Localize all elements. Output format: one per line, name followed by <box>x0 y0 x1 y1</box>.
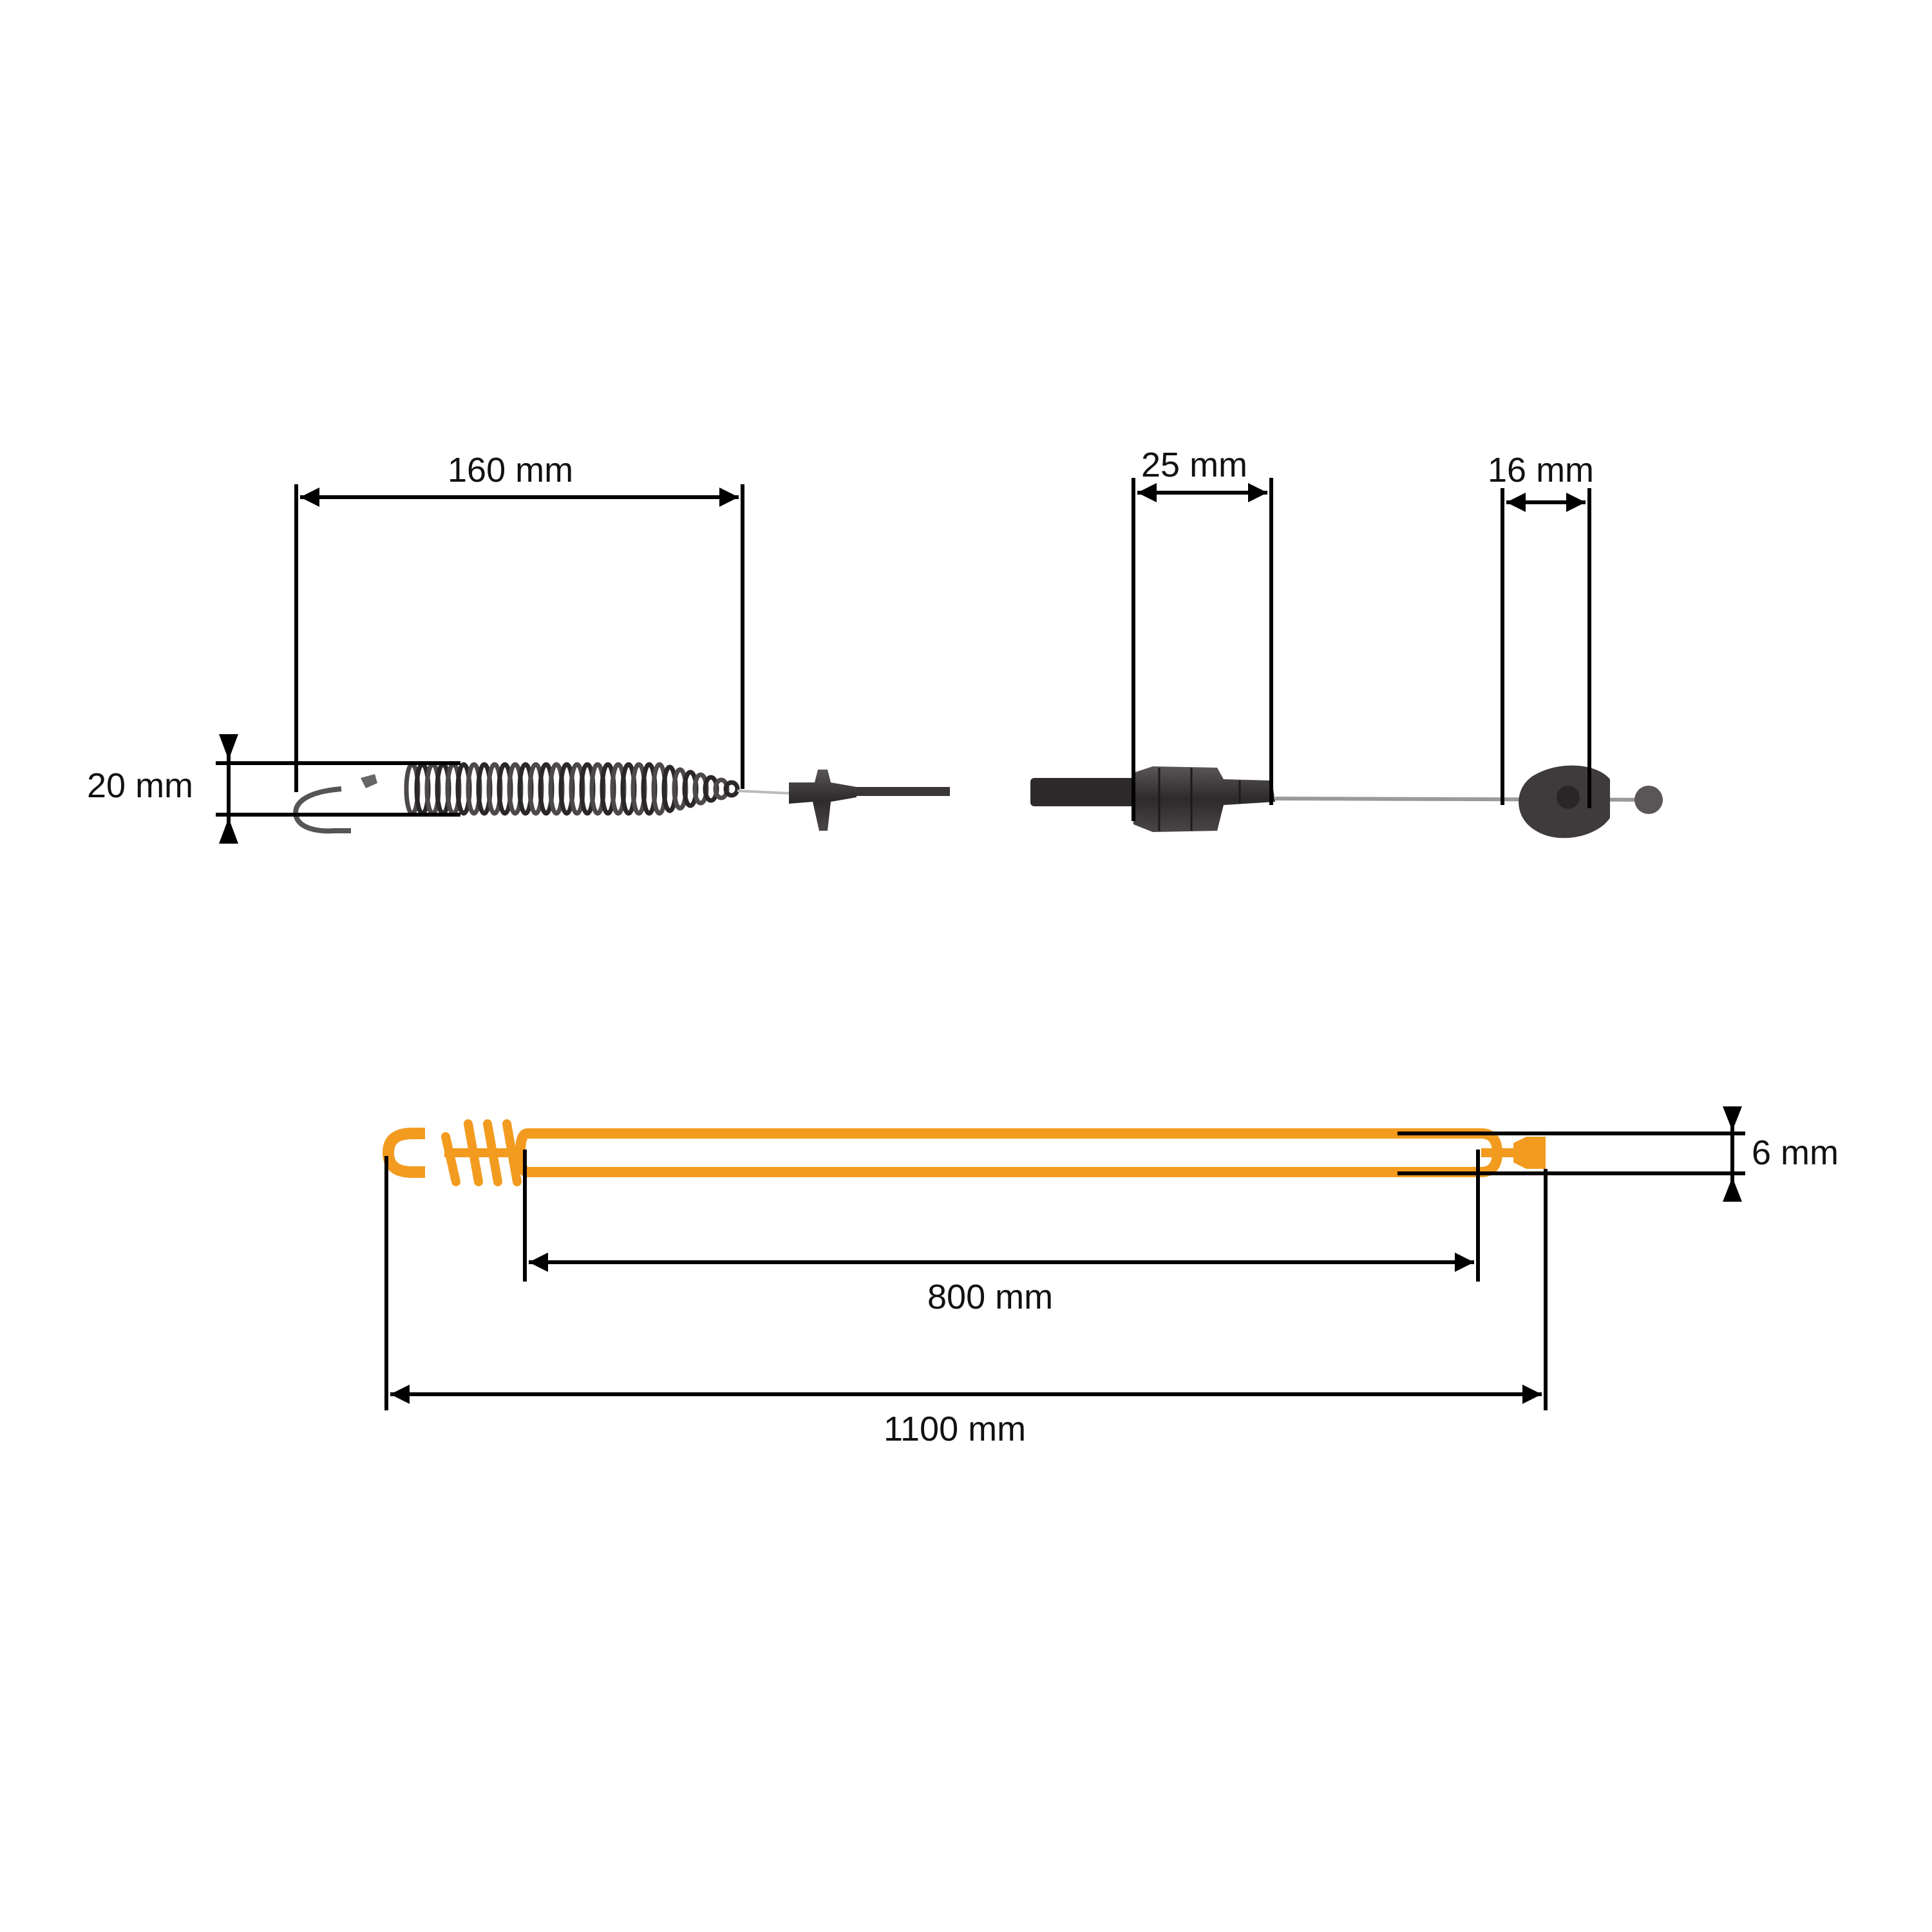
fitting-rod <box>857 787 950 796</box>
schematic-sheath <box>515 1128 1503 1177</box>
spring-coil <box>723 780 740 798</box>
adjuster-sleeve <box>1133 766 1275 832</box>
spring-wire <box>737 790 793 795</box>
label-total-length: 1100 mm <box>884 1410 1026 1448</box>
label-nipple-length: 16 mm <box>1488 451 1594 489</box>
dim-spring-length: 160 mm <box>294 451 744 792</box>
sleeve-end-assembly <box>1030 765 1663 838</box>
dim-sleeve-length: 25 mm <box>1132 446 1273 821</box>
schematic-spring-coil <box>502 1119 522 1186</box>
label-cable-diameter: 6 mm <box>1752 1133 1839 1172</box>
schematic-hook <box>382 1128 425 1178</box>
nipple-hole <box>1557 786 1580 809</box>
sheath-stub <box>1030 778 1140 806</box>
label-sleeve-length: 25 mm <box>1141 446 1247 484</box>
hook-wire <box>293 786 351 834</box>
schematic-spring-coil <box>464 1119 483 1186</box>
end-ball <box>1634 786 1663 814</box>
cable-fitting <box>789 770 857 831</box>
dim-spring-width: 20 mm <box>87 734 460 844</box>
schematic-spring-coil <box>483 1119 502 1186</box>
label-spring-length: 160 mm <box>448 451 573 489</box>
cable-schematic <box>382 1119 1546 1186</box>
spring-end-assembly <box>293 762 950 834</box>
dim-total-length: 1100 mm <box>384 1156 1548 1448</box>
schematic-nipple <box>1513 1137 1546 1169</box>
dim-cable-diameter: 6 mm <box>1397 1106 1839 1202</box>
spring-coils <box>404 762 740 816</box>
label-spring-width: 20 mm <box>87 766 193 805</box>
dim-sheath-length: 800 mm <box>523 1150 1480 1316</box>
small-clip <box>361 774 377 788</box>
schematic-spring <box>441 1119 523 1186</box>
label-sheath-length: 800 mm <box>927 1278 1053 1316</box>
schematic-spring-coil <box>441 1132 460 1186</box>
dim-nipple-length: 16 mm <box>1488 451 1594 808</box>
